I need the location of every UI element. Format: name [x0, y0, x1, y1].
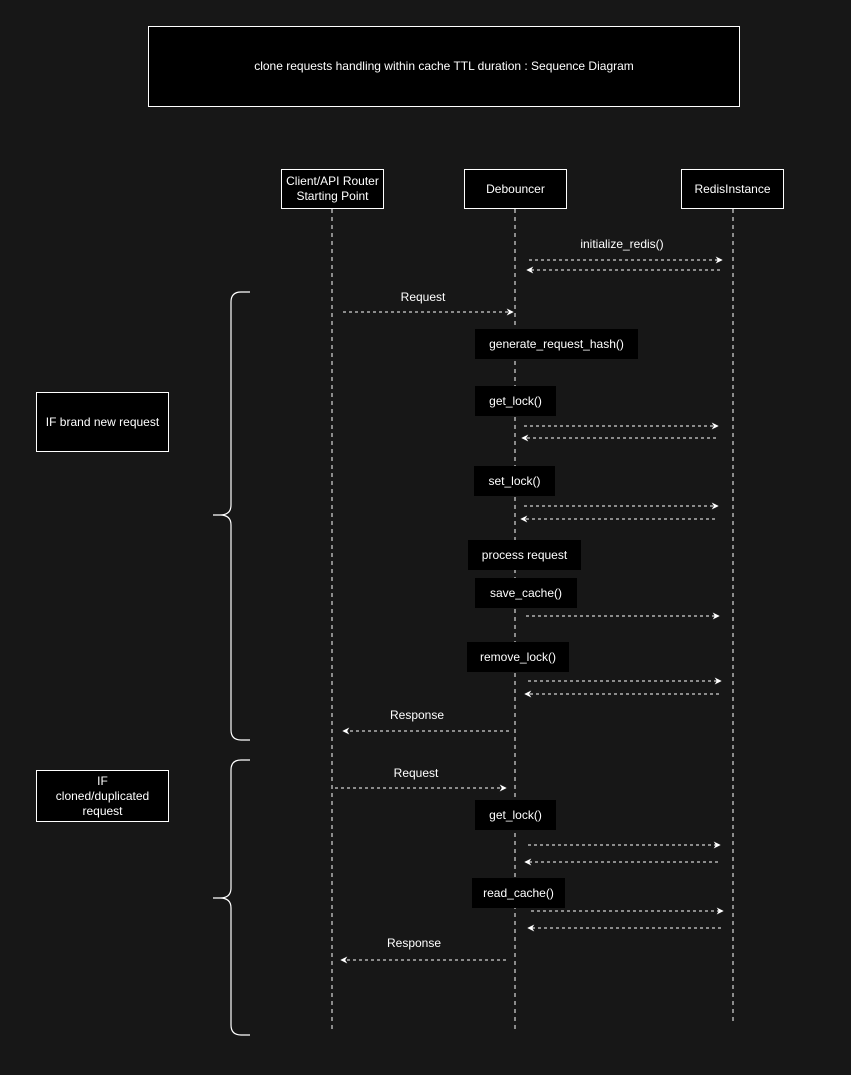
- message-label-response-1: Response: [389, 708, 445, 722]
- step-set-lock-label: set_lock(): [488, 473, 541, 488]
- group-label-new-request-text: IF brand new request: [45, 414, 160, 429]
- message-label-response-2: Response: [386, 936, 442, 950]
- step-get-lock-2: get_lock(): [475, 800, 556, 830]
- step-process-request: process request: [468, 540, 581, 570]
- step-set-lock: set_lock(): [474, 466, 555, 496]
- message-label-request-1: Request: [400, 290, 446, 304]
- participant-client-line1: Client/API Router: [286, 174, 379, 188]
- participant-redis: RedisInstance: [681, 169, 784, 209]
- step-get-lock-1: get_lock(): [475, 386, 556, 416]
- participant-client: Client/API Router Starting Point: [281, 169, 384, 209]
- participant-redis-label: RedisInstance: [694, 181, 771, 196]
- group-label-cloned-request-text: IF cloned/duplicated request: [55, 773, 150, 818]
- group-label-new-request: IF brand new request: [36, 392, 169, 452]
- diagram-title: clone requests handling within cache TTL…: [148, 26, 740, 107]
- step-remove-lock-label: remove_lock(): [479, 649, 557, 664]
- participant-client-line2: Starting Point: [296, 189, 369, 203]
- step-get-lock-1-label: get_lock(): [489, 393, 542, 408]
- participant-debouncer-label: Debouncer: [486, 181, 545, 196]
- step-save-cache: save_cache(): [475, 578, 577, 608]
- step-read-cache: read_cache(): [472, 878, 565, 908]
- step-read-cache-label: read_cache(): [483, 885, 554, 900]
- step-save-cache-label: save_cache(): [489, 585, 563, 600]
- participant-debouncer: Debouncer: [464, 169, 567, 209]
- diagram-title-text: clone requests handling within cache TTL…: [254, 59, 634, 73]
- step-remove-lock: remove_lock(): [467, 642, 569, 672]
- group-label-cloned-request: IF cloned/duplicated request: [36, 770, 169, 822]
- message-label-init: initialize_redis(): [580, 237, 664, 251]
- step-generate-request-hash-label: generate_request_hash(): [489, 336, 624, 351]
- message-label-request-2: Request: [393, 766, 439, 780]
- new-request-brace: [213, 291, 250, 741]
- cloned-request-brace: [213, 759, 250, 1036]
- step-get-lock-2-label: get_lock(): [489, 807, 542, 822]
- step-process-request-label: process request: [481, 547, 568, 562]
- step-generate-request-hash: generate_request_hash(): [475, 329, 638, 359]
